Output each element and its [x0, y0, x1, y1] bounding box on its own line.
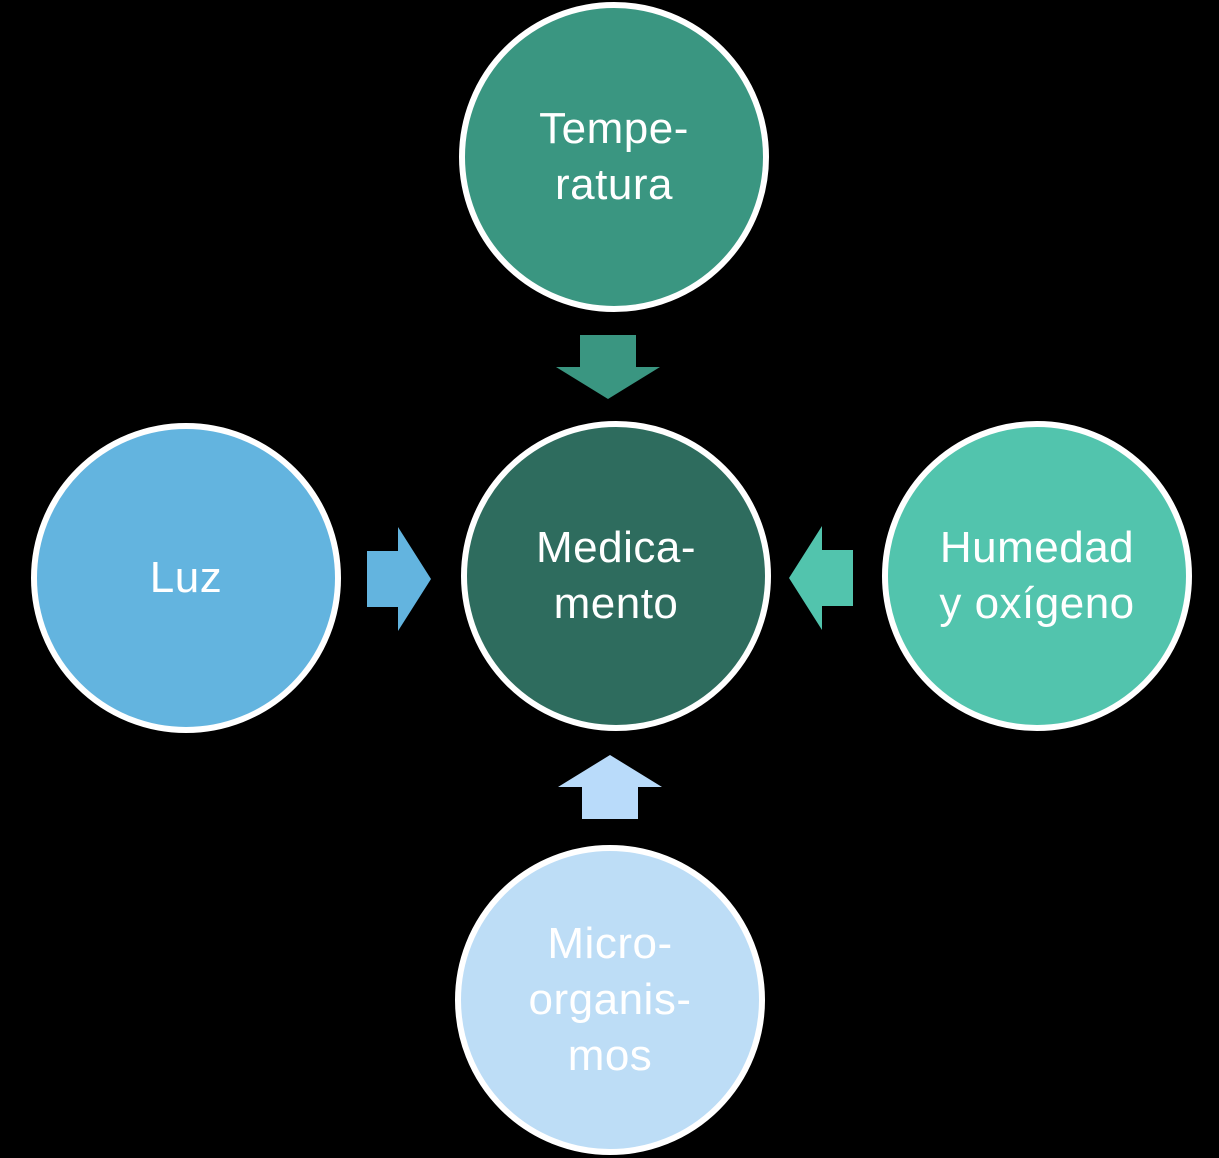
node-luz-label: Luz: [149, 553, 223, 602]
arrow-up-icon: [558, 755, 662, 819]
node-temperatura-label: Tempe- ratura: [539, 104, 689, 209]
arrow-left-shape: [789, 526, 853, 630]
node-temperatura: Tempe- ratura: [459, 2, 769, 312]
arrow-down-shape: [556, 335, 660, 399]
node-microorganismos-label: Micro- organis- mos: [528, 919, 692, 1080]
arrow-left-icon: [789, 526, 853, 630]
arrow-up-shape: [558, 755, 662, 819]
node-medicamento: Medica- mento: [461, 421, 771, 731]
node-microorganismos: Micro- organis- mos: [455, 845, 765, 1155]
node-humedad-oxigeno: Humedad y oxígeno: [882, 421, 1192, 731]
arrow-right-icon: [367, 527, 431, 631]
node-luz: Luz: [31, 423, 341, 733]
node-humedad-oxigeno-label: Humedad y oxígeno: [939, 523, 1135, 628]
node-medicamento-label: Medica- mento: [536, 523, 696, 628]
arrow-right-shape: [367, 527, 431, 631]
arrow-down-icon: [556, 335, 660, 399]
